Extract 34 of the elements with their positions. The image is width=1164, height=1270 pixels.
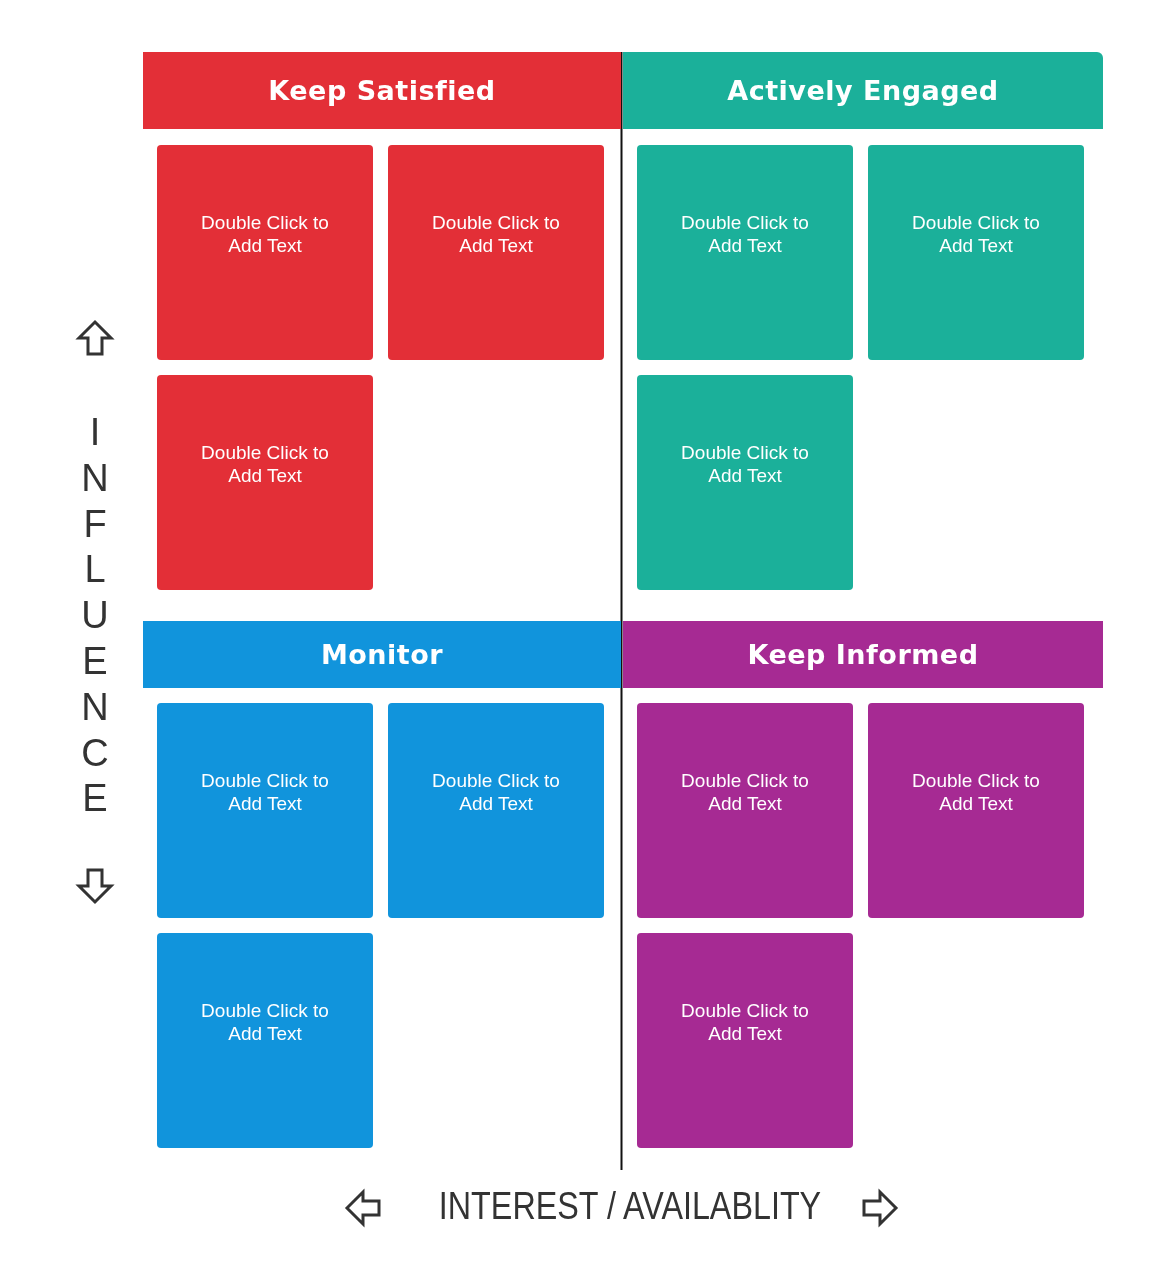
quadrant-header [143,621,621,688]
card-text: Double Click to Add Text [680,440,810,487]
axis-label: INFLUENCE [80,410,110,822]
quadrant-header [623,621,1103,688]
card-text: Double Click to Add Text [911,210,1041,257]
header-title: Keep Informed [747,639,979,670]
stakeholder-card [868,703,1084,918]
card-text: Double Click to Add Text [200,998,330,1045]
card-text: Double Click to Add Text [431,210,561,257]
card-text: Double Click to Add Text [431,768,561,815]
quadrant-header [143,52,621,129]
header-title: Actively Engaged [727,75,999,106]
card-text: Double Click to Add Text [200,768,330,815]
stakeholder-card [388,703,604,918]
axis-label: INTEREST / AVAILABLITY [437,1185,823,1228]
stakeholder-card [157,703,373,918]
stakeholder-card [637,703,853,918]
card-text: Double Click to Add Text [680,998,810,1045]
card-text: Double Click to Add Text [680,768,810,815]
stakeholder-card [388,145,604,360]
stakeholder-card [157,933,373,1148]
stakeholder-card [868,145,1084,360]
card-text: Double Click to Add Text [200,210,330,257]
header-title: Keep Satisfied [268,75,496,106]
card-text: Double Click to Add Text [680,210,810,257]
header-title: Monitor [320,639,444,670]
stakeholder-card [637,375,853,590]
stakeholder-card [157,375,373,590]
stakeholder-card [157,145,373,360]
stakeholder-card [637,933,853,1148]
card-text: Double Click to Add Text [200,440,330,487]
card-text: Double Click to Add Text [911,768,1041,815]
quadrant-header [623,52,1103,129]
stakeholder-card [637,145,853,360]
